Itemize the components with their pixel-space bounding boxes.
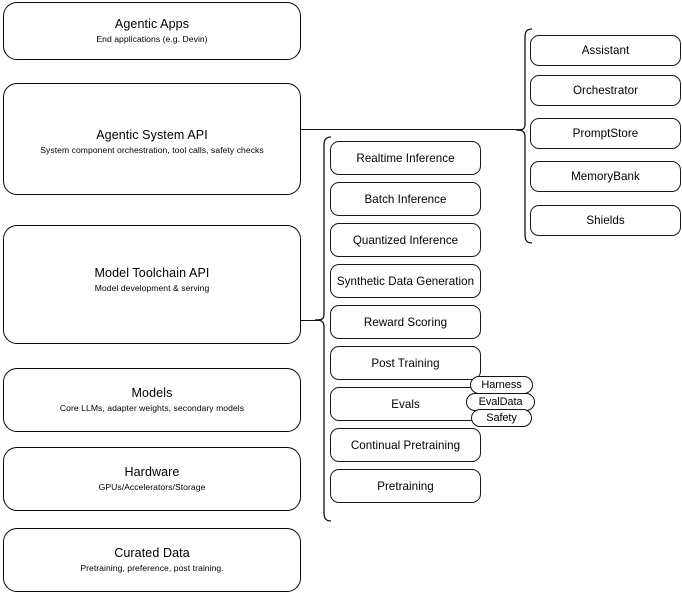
capability-realtime-inference[interactable]: Realtime Inference [330, 141, 481, 175]
capability-quantized-inference[interactable]: Quantized Inference [330, 223, 481, 257]
layer-title: Agentic Apps [114, 17, 190, 31]
connector-toolchain-to-capabilities [301, 320, 321, 322]
capability-label: Batch Inference [364, 192, 447, 206]
layer-subtitle: Core LLMs, adapter weights, secondary mo… [59, 403, 245, 413]
capability-label: Realtime Inference [356, 151, 455, 165]
evals-subcomponent-safety[interactable]: Safety [471, 409, 532, 427]
layer-title: Agentic System API [96, 128, 208, 142]
capability-pretraining[interactable]: Pretraining [330, 469, 481, 503]
system-components-brace [515, 28, 533, 244]
pill-label: EvalData [478, 396, 523, 408]
component-label: Assistant [581, 44, 630, 57]
layer-hardware[interactable]: Hardware GPUs/Accelerators/Storage [3, 447, 301, 511]
layer-subtitle: GPUs/Accelerators/Storage [98, 482, 206, 492]
evals-subcomponent-harness[interactable]: Harness [470, 376, 533, 394]
layer-subtitle: System component orchestration, tool cal… [40, 145, 264, 155]
component-label: Shields [586, 214, 625, 227]
system-component-shields[interactable]: Shields [530, 205, 681, 236]
system-component-orchestrator[interactable]: Orchestrator [530, 75, 681, 106]
layer-subtitle: Pretraining, preference, post training. [80, 563, 224, 573]
evals-subcomponent-evaldata[interactable]: EvalData [466, 393, 535, 411]
layer-title: Hardware [124, 465, 180, 479]
system-component-assistant[interactable]: Assistant [530, 35, 681, 66]
capability-label: Reward Scoring [363, 315, 448, 329]
component-label: Orchestrator [572, 84, 639, 97]
layer-curated-data[interactable]: Curated Data Pretraining, preference, po… [3, 528, 301, 592]
pill-label: Safety [486, 412, 517, 424]
component-label: PromptStore [572, 127, 639, 140]
capability-label: Synthetic Data Generation [336, 274, 475, 288]
capability-label: Quantized Inference [352, 233, 459, 247]
layer-model-toolchain-api[interactable]: Model Toolchain API Model development & … [3, 225, 301, 344]
capability-label: Pretraining [377, 479, 434, 493]
layer-models[interactable]: Models Core LLMs, adapter weights, secon… [3, 368, 301, 432]
capability-continual-pretraining[interactable]: Continual Pretraining [330, 428, 481, 462]
layer-title: Models [131, 386, 173, 400]
capability-label: Evals [391, 397, 420, 411]
layer-title: Curated Data [114, 546, 190, 560]
layer-title: Model Toolchain API [94, 266, 210, 280]
system-component-memorybank[interactable]: MemoryBank [530, 161, 681, 192]
capability-batch-inference[interactable]: Batch Inference [330, 182, 481, 216]
component-label: MemoryBank [571, 170, 640, 183]
connector-system-api-to-components [301, 129, 521, 131]
layer-agentic-system-api[interactable]: Agentic System API System component orch… [3, 83, 301, 195]
capability-synthetic-data-generation[interactable]: Synthetic Data Generation [330, 264, 481, 298]
capability-label: Post Training [371, 356, 440, 370]
capability-reward-scoring[interactable]: Reward Scoring [330, 305, 481, 339]
layer-agentic-apps[interactable]: Agentic Apps End applications (e.g. Devi… [3, 2, 301, 60]
layer-subtitle: End applications (e.g. Devin) [96, 34, 208, 44]
capability-post-training[interactable]: Post Training [330, 346, 481, 380]
capabilities-brace [314, 136, 332, 522]
pill-label: Harness [481, 379, 522, 391]
layer-subtitle: Model development & serving [94, 283, 210, 293]
capability-label: Continual Pretraining [350, 438, 461, 452]
capability-evals[interactable]: Evals [330, 387, 481, 421]
system-component-promptstore[interactable]: PromptStore [530, 118, 681, 149]
